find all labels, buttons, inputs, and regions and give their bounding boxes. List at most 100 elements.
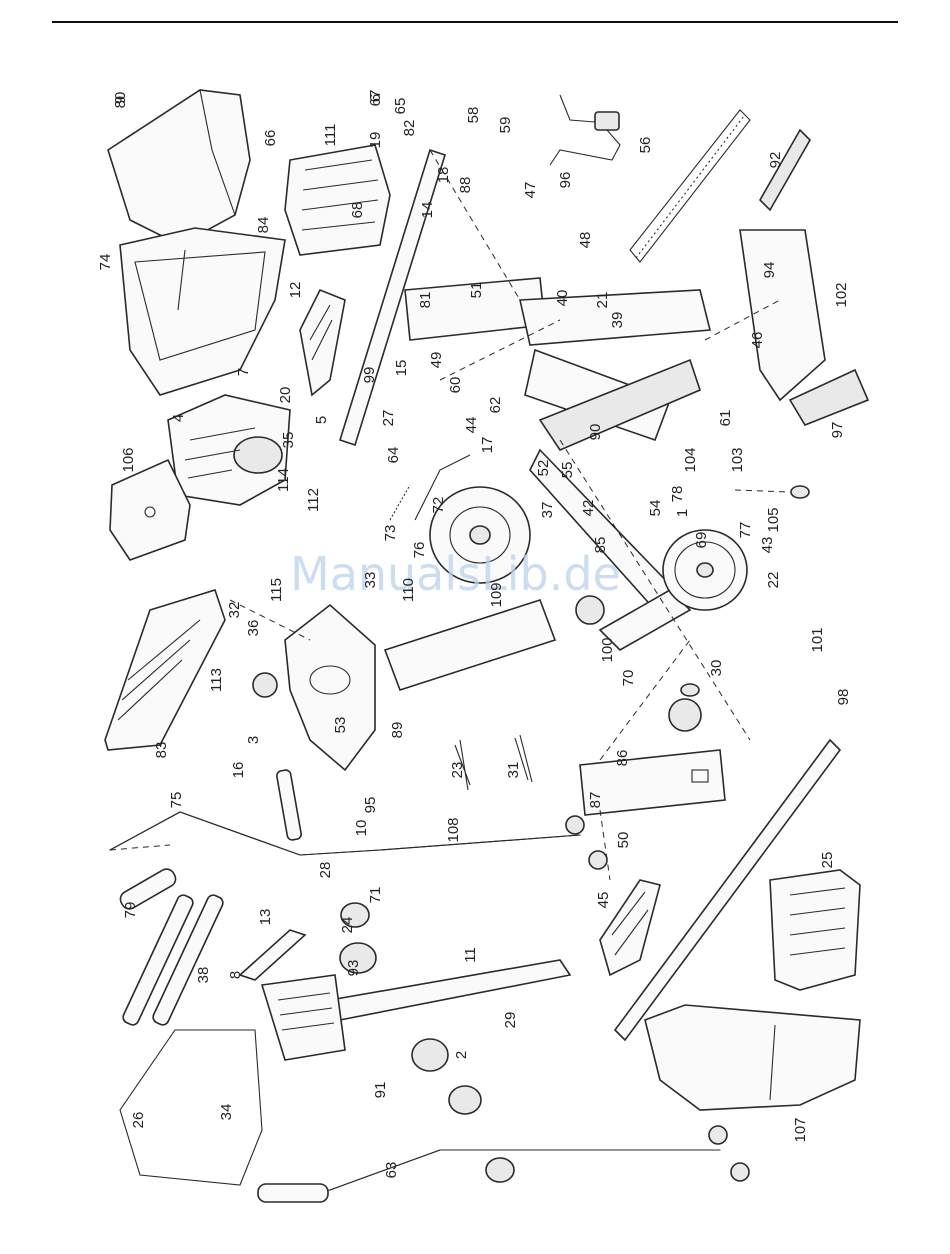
callout-label-4: 4 [170, 414, 187, 422]
callout-label-1: 1 [674, 509, 691, 517]
callout-label-21: 21 [594, 292, 611, 309]
shaft-108 [276, 769, 302, 841]
callout-label-24: 24 [339, 917, 356, 934]
callout-label-88: 88 [457, 177, 474, 194]
callout-label-52: 52 [535, 460, 552, 477]
stabilizer-3 [598, 589, 692, 651]
callout-label-48: 48 [577, 232, 594, 249]
callout-label-98: 98 [835, 689, 852, 706]
pivot-parts [252, 672, 750, 1183]
callout-label-16: 16 [230, 762, 247, 779]
callout-label-8: 8 [227, 971, 244, 979]
shroud-8 [769, 869, 861, 991]
pedal-13 [599, 879, 661, 977]
grip-71 [119, 868, 329, 1203]
callout-label-110: 110 [400, 578, 417, 602]
callout-label-64: 64 [385, 447, 402, 464]
callout-label-114: 114 [275, 468, 292, 492]
wires-86-87 [454, 734, 533, 791]
callout-label-12: 12 [287, 282, 304, 299]
callout-label-38: 38 [195, 967, 212, 984]
watermark: ManualsLib.de [290, 547, 621, 601]
callout-label-49: 49 [428, 352, 445, 369]
callout-label-80: 80 [112, 92, 129, 109]
callout-label-10: 10 [353, 820, 370, 837]
callout-label-45: 45 [595, 892, 612, 909]
callout-label-95: 95 [362, 797, 379, 814]
handle-frame-63 [119, 1029, 263, 1186]
console-5 [167, 394, 291, 506]
callout-label-115: 115 [268, 578, 285, 602]
callout-label-61: 61 [717, 410, 734, 427]
callout-label-29: 29 [502, 1012, 519, 1029]
cover-38 [238, 929, 307, 981]
magnet-bracket-54 [414, 454, 471, 521]
endcap-35 [788, 368, 870, 426]
callout-label-58: 58 [465, 107, 482, 124]
tubes-11 [122, 894, 224, 1026]
callout-label-103: 103 [729, 447, 746, 472]
cover-panel-75 [579, 749, 726, 816]
callout-label-53: 53 [332, 717, 349, 734]
shroud-6 [644, 1004, 861, 1111]
callout-label-94: 94 [761, 262, 778, 279]
callout-label-96: 96 [557, 172, 574, 189]
callout-label-26: 26 [130, 1112, 147, 1129]
callout-label-63: 63 [383, 1162, 400, 1179]
callout-label-6: 6 [367, 94, 384, 102]
stabilizer-4 [739, 229, 826, 402]
callout-label-111: 111 [322, 124, 339, 147]
callout-label-102: 102 [833, 282, 850, 307]
callout-label-99: 99 [361, 367, 378, 384]
callout-label-11: 11 [462, 947, 479, 963]
callout-label-76: 76 [411, 542, 428, 559]
callout-label-77: 77 [737, 522, 754, 539]
callout-label-66: 66 [262, 130, 279, 147]
callout-label-100: 100 [599, 637, 616, 662]
callout-label-28: 28 [317, 862, 334, 879]
flywheel-43 [429, 486, 531, 584]
reference-lines [109, 149, 791, 881]
callout-label-46: 46 [749, 332, 766, 349]
callout-label-7: 7 [235, 368, 252, 376]
callout-label-65: 65 [392, 98, 409, 115]
console-cover-114 [109, 458, 191, 561]
callout-label-84: 84 [255, 217, 272, 234]
callout-label-82: 82 [401, 120, 418, 137]
callout-label-104: 104 [682, 447, 699, 472]
callout-label-36: 36 [245, 620, 262, 637]
callout-label-107: 107 [792, 1117, 809, 1142]
belt-cover-92 [759, 128, 811, 212]
callout-label-113: 113 [208, 668, 225, 692]
callout-label-22: 22 [765, 572, 782, 589]
callout-label-9: 9 [112, 96, 129, 104]
callout-label-18: 18 [435, 167, 452, 184]
callout-label-17: 17 [479, 437, 496, 454]
mount-plate-93 [260, 974, 346, 1061]
pedal-12 [299, 288, 346, 397]
callout-label-105: 105 [765, 507, 782, 532]
callout-label-62: 62 [487, 397, 504, 414]
pulley-37 [662, 529, 748, 611]
callout-label-89: 89 [389, 722, 406, 739]
ac-adapter-96 [549, 94, 621, 166]
callout-label-70: 70 [620, 670, 637, 687]
spring-76 [389, 484, 411, 521]
levelers-72 [680, 485, 810, 697]
callout-label-33: 33 [362, 572, 379, 589]
callout-label-87: 87 [587, 792, 604, 809]
callout-label-93: 93 [345, 960, 362, 977]
callout-label-91: 91 [372, 1082, 389, 1099]
callout-label-50: 50 [615, 832, 632, 849]
callout-label-14: 14 [419, 202, 436, 219]
callout-label-5: 5 [313, 416, 330, 424]
callout-label-83: 83 [153, 742, 170, 759]
shroud-80 [107, 89, 251, 246]
callout-label-40: 40 [554, 290, 571, 307]
callout-label-43: 43 [759, 537, 776, 554]
callout-label-101: 101 [809, 627, 826, 652]
callout-label-92: 92 [767, 152, 784, 169]
callout-label-42: 42 [580, 500, 597, 517]
callout-label-35: 35 [280, 432, 297, 449]
